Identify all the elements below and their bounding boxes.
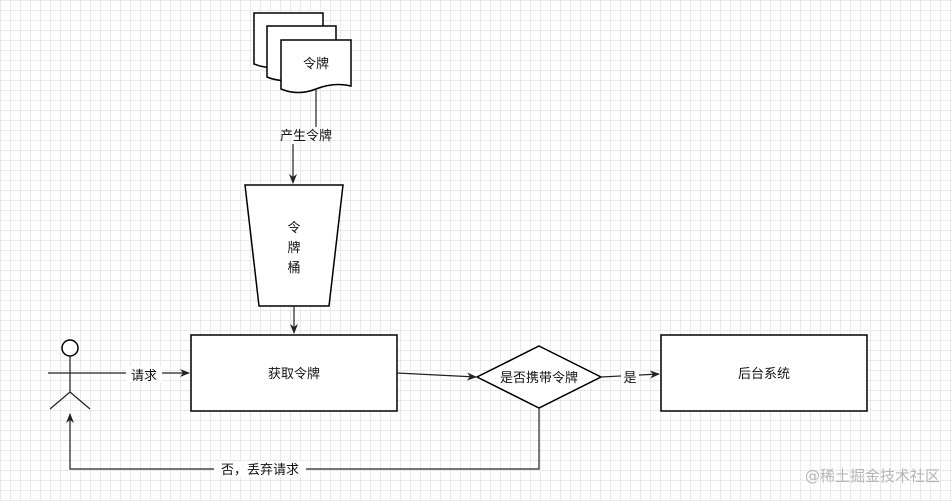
bucket-label-line2: 牌 xyxy=(287,240,300,256)
token-document-label: 令牌 xyxy=(303,56,329,72)
edge-generate-token: 产生令牌 xyxy=(280,89,332,184)
has-token-decision[interactable]: 是否携带令牌 xyxy=(475,345,603,409)
decision-label: 是否携带令牌 xyxy=(500,370,578,386)
edge-no-discard: 否，丢弃请求 xyxy=(66,408,540,478)
user-actor-icon xyxy=(48,339,92,410)
edge-generate-label: 产生令牌 xyxy=(280,128,332,144)
edge-get-token-to-decision xyxy=(396,372,477,381)
edge-no-label: 否，丢弃请求 xyxy=(221,463,299,478)
edge-yes-label: 是 xyxy=(623,371,636,386)
edge-request: 请求 xyxy=(92,366,190,384)
token-bucket[interactable]: 令 牌 桶 xyxy=(244,184,344,307)
backend-system[interactable]: 后台系统 xyxy=(660,334,868,412)
bucket-label-line1: 令 xyxy=(287,221,300,236)
get-token-label: 获取令牌 xyxy=(268,366,320,382)
get-token-process[interactable]: 获取令牌 xyxy=(190,334,398,412)
edge-request-label: 请求 xyxy=(131,369,157,384)
backend-label: 后台系统 xyxy=(738,367,790,382)
edge-yes: 是 xyxy=(600,368,660,386)
bucket-label-line3: 桶 xyxy=(287,261,300,276)
token-document-stack[interactable]: 令牌 xyxy=(253,12,352,94)
watermark-text: @稀土掘金技术社区 xyxy=(805,467,940,485)
